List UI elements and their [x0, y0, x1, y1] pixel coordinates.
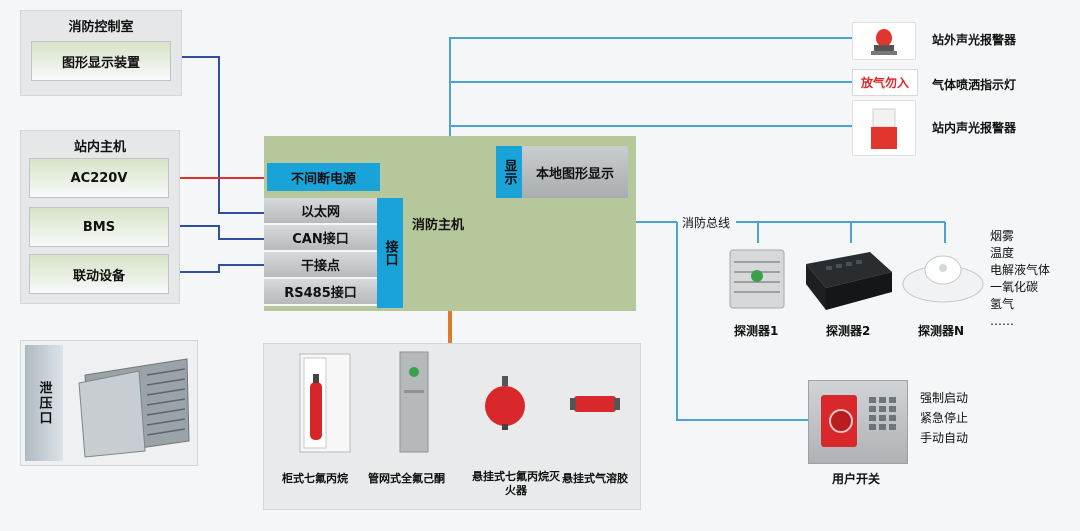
- inside-alarm-device: [852, 100, 916, 156]
- fire-host-panel: 不间断电源 以太网 CAN接口 干接点 RS485接口 接口 消防主机 显示 本…: [264, 136, 636, 311]
- outside-alarm-device: [852, 22, 916, 60]
- ups-label: 不间断电源: [290, 171, 356, 187]
- user-switch-options: 强制启动 紧急停止 手动自动: [920, 388, 968, 448]
- local-display-box[interactable]: 本地图形显示: [522, 146, 628, 198]
- display-tab: 显示: [496, 146, 522, 198]
- extinguisher-label: 柜式七氟丙烷: [282, 472, 348, 485]
- detector-2-label: 探测器2: [826, 324, 871, 338]
- gas-item: ……: [990, 314, 1014, 328]
- extinguisher-panel: 柜式七氟丙烷 管网式全氟己酮 悬挂式七氟丙烷灭火器 悬挂式气溶胶: [263, 343, 641, 510]
- ac220v-box[interactable]: AC220V: [29, 158, 169, 198]
- inside-alarm-label: 站内声光报警器: [932, 121, 1017, 135]
- alarm-horn-icon: [871, 108, 897, 149]
- display-device-box[interactable]: 图形显示装置: [31, 41, 171, 81]
- louver-vent-icon: [78, 358, 190, 458]
- gas-item: 烟雾: [990, 229, 1015, 243]
- linkage-device-box[interactable]: 联动设备: [29, 254, 169, 294]
- station-host-panel: 站内主机 AC220V BMS 联动设备: [20, 130, 180, 304]
- interface-label: 接口: [382, 240, 398, 266]
- gas-list: 烟雾 温度 电解液气体 一氧化碳 氢气 ……: [990, 228, 1050, 330]
- local-display-label: 本地图形显示: [535, 166, 614, 182]
- spray-indicator-label: 气体喷洒指示灯: [932, 78, 1017, 92]
- extinguisher-label: 管网式全氟己酮: [368, 472, 445, 485]
- display-tab-label: 显示: [501, 159, 517, 185]
- cabinet-heptafluoropropane-icon: [299, 353, 351, 453]
- control-room-panel: 消防控制室 图形显示装置: [20, 10, 182, 96]
- detector-n-label: 探测器N: [918, 324, 965, 338]
- wire-alarm-bus: [449, 37, 852, 136]
- fire-bus-label: 消防总线: [680, 214, 733, 231]
- hanging-extinguisher-icon: [485, 376, 525, 430]
- fire-host-title: 消防主机: [412, 218, 465, 233]
- detector-n-icon: [902, 255, 984, 303]
- outside-alarm-label: 站外声光报警器: [932, 33, 1017, 47]
- extinguisher-label: 悬挂式气溶胶: [562, 472, 628, 485]
- keypad-icon: [869, 397, 897, 445]
- interface-bar: 接口: [377, 198, 403, 308]
- extinguisher-label: 悬挂式七氟丙烷灭火器: [472, 470, 560, 497]
- wire-bms: [168, 225, 265, 240]
- ups-box[interactable]: 不间断电源: [267, 163, 380, 191]
- siren-icon: [871, 29, 897, 55]
- control-room-title: 消防控制室: [68, 20, 134, 35]
- switch-option: 紧急停止: [920, 411, 969, 425]
- relief-vent-label: 泄压口: [36, 380, 52, 426]
- detector-2-icon: [806, 252, 892, 310]
- ports-column: 以太网 CAN接口 干接点 RS485接口: [264, 198, 377, 306]
- user-switch-label: 用户开关: [832, 472, 881, 486]
- emergency-button-icon[interactable]: [821, 395, 857, 447]
- detector-1-icon: [729, 249, 785, 309]
- wire-display-ethernet: [172, 56, 265, 214]
- port-can[interactable]: CAN接口: [264, 225, 377, 252]
- aerosol-extinguisher-icon: [570, 396, 620, 412]
- bms-box[interactable]: BMS: [29, 207, 169, 247]
- user-switch-device[interactable]: [808, 380, 908, 464]
- gas-item: 一氧化碳: [990, 280, 1039, 294]
- wire-linkage: [168, 264, 265, 273]
- spray-sign-text: 放气勿入: [860, 76, 909, 90]
- switch-option: 强制启动: [920, 391, 969, 405]
- relief-vent-panel: 泄压口: [20, 340, 198, 466]
- relief-vent-label-bar: 泄压口: [25, 345, 63, 461]
- gas-item: 温度: [990, 246, 1015, 260]
- spray-indicator-sign: 放气勿入: [852, 69, 918, 96]
- wire-fire-bus: [636, 221, 946, 421]
- pipe-network-extinguisher-icon: [399, 351, 429, 453]
- port-dry-contact[interactable]: 干接点: [264, 252, 377, 279]
- port-rs485[interactable]: RS485接口: [264, 279, 377, 306]
- gas-item: 氢气: [990, 297, 1015, 311]
- switch-option: 手动自动: [920, 431, 969, 445]
- port-ethernet[interactable]: 以太网: [264, 198, 377, 225]
- gas-item: 电解液气体: [990, 263, 1051, 277]
- station-host-title: 站内主机: [73, 140, 126, 155]
- detector-1-label: 探测器1: [734, 324, 779, 338]
